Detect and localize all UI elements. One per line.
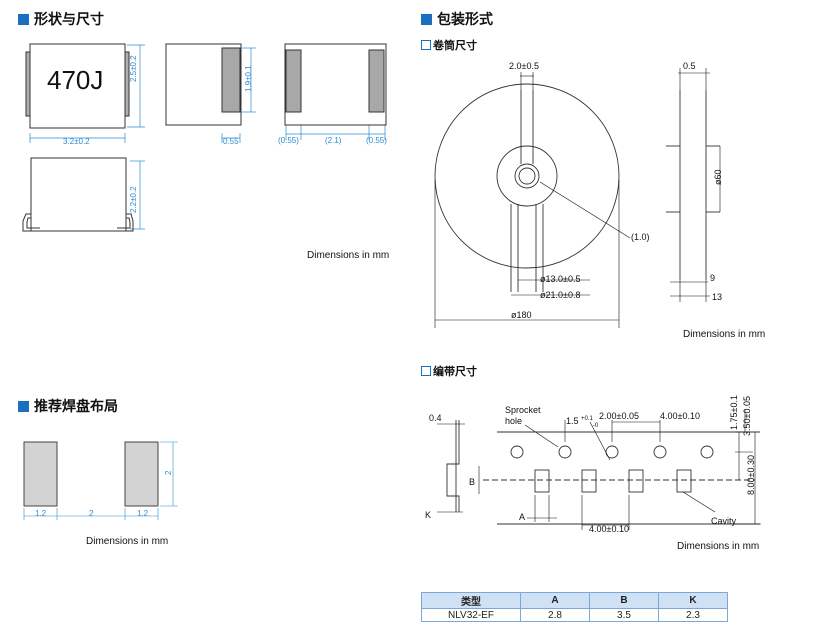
section-title-shape: 形状与尺寸 <box>18 9 104 29</box>
dim-side-electrode-right: (0.55) <box>366 136 387 145</box>
table-header: A <box>520 592 590 609</box>
dim-hole-to-pocket: 2.00±0.05 <box>599 411 639 421</box>
dim-electrode-width: 0.55 <box>223 137 239 146</box>
component-outline-drawing <box>22 43 387 232</box>
sprocket-label-line2: hole <box>505 416 523 426</box>
dim-land-gap: 2 <box>89 509 94 518</box>
blue-square-icon <box>18 13 29 25</box>
units-note-shape: Dimensions in mm <box>307 250 390 261</box>
dim-reel-inner-width: 9 <box>710 273 716 283</box>
dim-reel-outer: ø180 <box>511 310 532 320</box>
units-note-land: Dimensions in mm <box>86 536 169 547</box>
empty-square-icon <box>421 40 431 50</box>
dim-length: 3.2±0.2 <box>63 137 90 146</box>
blue-square-icon <box>18 400 29 412</box>
dim-edge-to-hole: 1.75±0.1 <box>729 395 739 430</box>
table-cell: NLV32-EF <box>421 608 521 622</box>
dim-land-pad-right: 1.2 <box>137 509 149 518</box>
dim-tape-thickness: 0.4 <box>429 413 442 423</box>
dim-pocket-pitch: 4.00±0.10 <box>589 524 629 534</box>
dim-hole-pitch: 4.00±0.10 <box>660 411 700 421</box>
table-header: B <box>589 592 659 609</box>
dim-height: 2.2±0.2 <box>129 186 138 213</box>
units-note-reel: Dimensions in mm <box>683 329 766 340</box>
table-header: K <box>658 592 728 609</box>
part-marking: 470J <box>47 65 104 95</box>
subsection-title-tape: 编带尺寸 <box>421 363 477 379</box>
table-cell: 3.5 <box>589 608 659 622</box>
dim-side-gap: (2.1) <box>325 136 342 145</box>
section-title-land-pattern: 推荐焊盘布局 <box>18 396 118 416</box>
tape-drawing <box>437 410 761 530</box>
dim-reel-hub: ø21.0±0.8 <box>540 290 581 300</box>
dim-width: 2.5±0.2 <box>129 55 138 82</box>
dim-reel-slot: 2.0±0.5 <box>509 61 539 71</box>
table-cell: 2.3 <box>658 608 728 622</box>
label-a: A <box>519 512 526 522</box>
dim-hole-diameter: 1.5 +0.1-0 <box>566 416 599 429</box>
dim-tape-width: 8.00±0.30 <box>746 455 756 495</box>
cavity-label: Cavity <box>711 516 737 526</box>
dim-reel-hub-note: (1.0) <box>631 232 650 242</box>
empty-square-icon <box>421 366 431 376</box>
subsection-title-reel: 卷筒尺寸 <box>421 37 477 53</box>
label-b: B <box>469 477 476 487</box>
blue-square-icon <box>421 13 432 25</box>
dim-hole-to-center: 3.50±0.05 <box>742 396 752 436</box>
dim-reel-arbor: ø13.0±0.5 <box>540 274 581 284</box>
table-row: NLV32-EF 2.8 3.5 2.3 <box>421 608 728 622</box>
table-cell: 2.8 <box>520 608 590 622</box>
dim-land-pad-height: 2 <box>164 470 173 475</box>
dim-electrode-height: 1.9±0.1 <box>244 65 253 92</box>
label-k: K <box>425 510 432 520</box>
section-title-package: 包装形式 <box>421 9 493 29</box>
dim-side-electrode-left: (0.55) <box>278 136 299 145</box>
dim-reel-core: ø60 <box>713 169 723 185</box>
table-header: 类型 <box>421 592 521 609</box>
dim-reel-flange: 0.5 <box>683 61 696 71</box>
spec-table: 类型 A B K NLV32-EF 2.8 3.5 2.3 <box>421 592 728 622</box>
table-header-row: 类型 A B K <box>421 592 728 609</box>
dim-reel-outer-width: 13 <box>712 292 723 302</box>
sprocket-label-line1: Sprocket <box>505 405 541 415</box>
dim-land-pad-left: 1.2 <box>35 509 47 518</box>
units-note-tape: Dimensions in mm <box>677 541 760 552</box>
land-pattern-drawing <box>23 441 178 520</box>
reel-drawing <box>434 68 721 328</box>
